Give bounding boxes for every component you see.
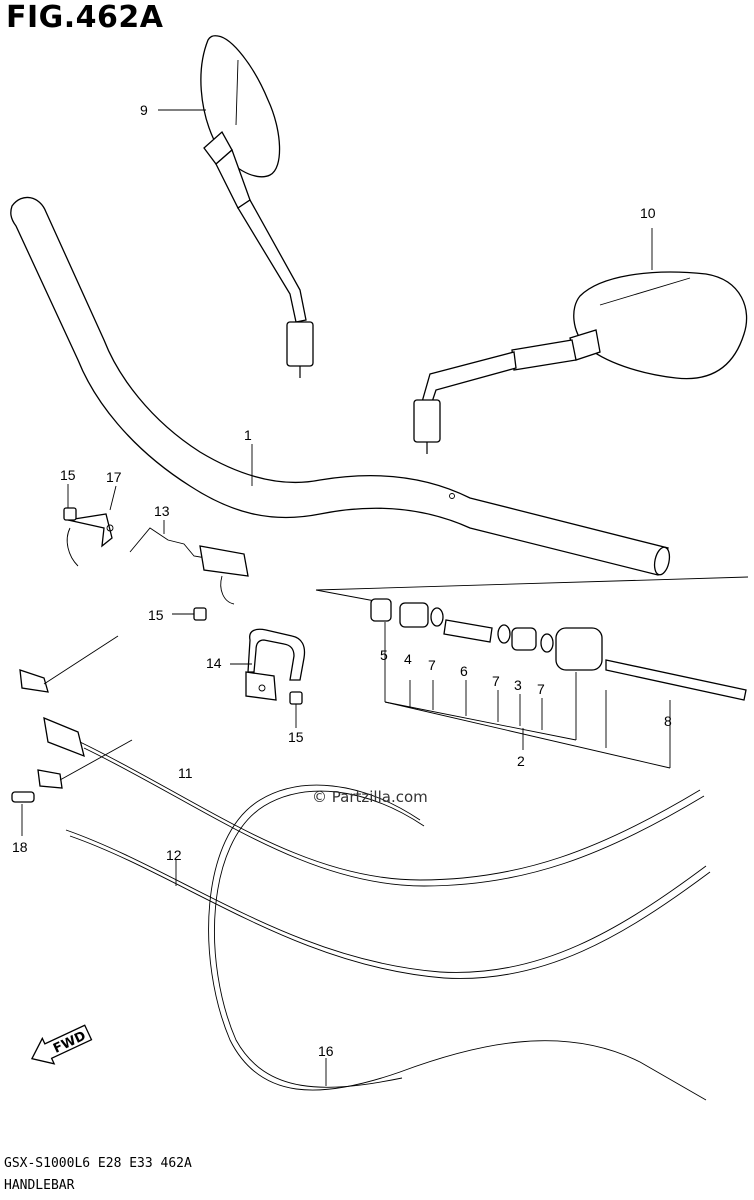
bracket-17-part[interactable]	[66, 513, 114, 567]
footer-model-line: GSX-S1000L6 E28 E33 462A	[4, 1156, 192, 1171]
callout-10: 10	[640, 205, 656, 221]
handlebar-part[interactable]	[10, 196, 672, 576]
callout-1: 1	[244, 427, 252, 443]
callout-18: 18	[12, 839, 28, 855]
screw-parts[interactable]	[11, 507, 303, 803]
callout-9: 9	[140, 102, 148, 118]
callout-7-a: 7	[428, 657, 436, 673]
bar-end-parts[interactable]	[370, 598, 747, 701]
mirror-left-part[interactable]	[200, 35, 314, 378]
throttle-cable-12-part[interactable]	[37, 739, 711, 979]
callout-14: 14	[206, 655, 222, 671]
figure-title: FIG.462A	[6, 0, 164, 35]
bar-end-leaders	[384, 622, 671, 769]
callout-12: 12	[166, 847, 182, 863]
callout-2: 2	[517, 753, 525, 769]
callout-leaders	[21, 109, 653, 1086]
callout-15-b: 15	[148, 607, 164, 623]
callout-5: 5	[380, 647, 388, 663]
callout-7-b: 7	[492, 673, 500, 689]
callout-7-c: 7	[537, 681, 545, 697]
footer-figure-name: HANDLEBAR	[4, 1178, 75, 1193]
cable-16-part[interactable]	[208, 784, 707, 1101]
callout-15-a: 15	[60, 467, 76, 483]
fwd-arrow: FWD	[30, 1024, 93, 1065]
bar-end-guide	[315, 576, 749, 602]
callout-17: 17	[106, 469, 122, 485]
bracket-13-part[interactable]	[129, 527, 249, 605]
callout-8: 8	[664, 713, 672, 729]
watermark: © Partzilla.com	[312, 788, 428, 806]
callout-4: 4	[404, 651, 412, 667]
bracket-14-part[interactable]	[245, 628, 306, 701]
callout-15-c: 15	[288, 729, 304, 745]
callout-16: 16	[318, 1043, 334, 1059]
throttle-cable-11-part[interactable]	[19, 635, 705, 887]
callout-11: 11	[178, 765, 193, 781]
callout-13: 13	[154, 503, 170, 519]
mirror-right-part[interactable]	[413, 271, 748, 454]
callout-3: 3	[514, 677, 522, 693]
callout-6: 6	[460, 663, 468, 679]
